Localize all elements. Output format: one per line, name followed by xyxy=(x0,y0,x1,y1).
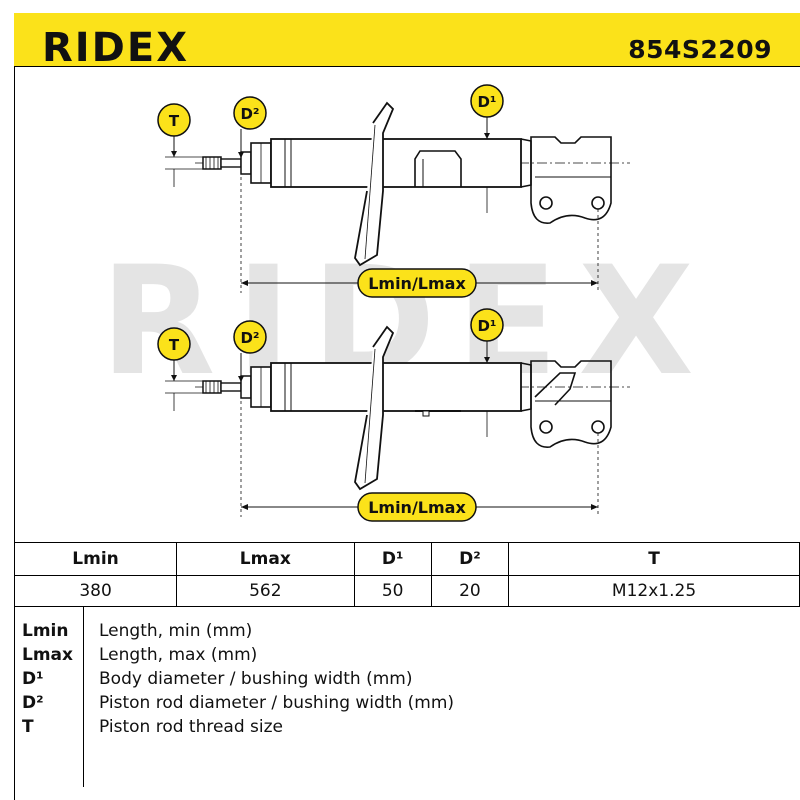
badge-t-label: T xyxy=(169,112,180,130)
badge-d2-label: D² xyxy=(240,105,259,123)
dim-arrow-right xyxy=(591,504,598,510)
rod-collar xyxy=(240,151,252,175)
spec-header-row: Lmin Lmax D¹ D² T xyxy=(13,542,800,576)
length-label: Lmin/Lmax xyxy=(368,498,466,517)
length-label: Lmin/Lmax xyxy=(368,274,466,293)
body-tube xyxy=(270,138,522,188)
spring-seat-edge xyxy=(364,348,376,484)
arrow-d1-head xyxy=(484,357,490,363)
body-tube xyxy=(270,362,522,412)
legend-desc: Length, max (mm) xyxy=(99,645,258,665)
rod-collar xyxy=(240,375,252,399)
brake-bracket xyxy=(414,150,462,187)
header-bar: RIDEX 854S2209 xyxy=(14,13,800,67)
length-pill xyxy=(357,492,477,522)
legend-desc: Length, min (mm) xyxy=(99,621,253,641)
clamp-bolt-hole xyxy=(539,420,553,434)
part-number: 854S2209 xyxy=(628,35,772,64)
badge-d2-circle xyxy=(233,320,267,354)
spec-value-lmin: 380 xyxy=(13,575,178,607)
knuckle-clamp xyxy=(530,360,612,448)
spring-seat-edge xyxy=(364,124,376,260)
abs-sensor-clip xyxy=(534,372,577,406)
dim-arrow-left xyxy=(241,504,248,510)
brand-logo-text: RIDEX xyxy=(42,27,189,65)
clamp-bolt-hole xyxy=(591,420,605,434)
spec-header-d1: D¹ xyxy=(353,542,432,576)
spec-value-row: 380 562 50 20 M12x1.25 xyxy=(13,575,800,607)
length-pill xyxy=(357,268,477,298)
spec-header-lmin: Lmin xyxy=(13,542,178,576)
brand-logo: RIDEX xyxy=(42,27,189,65)
piston-rod xyxy=(220,382,242,392)
spec-header-t: T xyxy=(508,542,800,576)
knuckle-clamp xyxy=(530,136,612,224)
spec-value-lmax: 562 xyxy=(176,575,355,607)
legend-abbr: Lmin xyxy=(22,621,69,641)
spec-value-d1: 50 xyxy=(353,575,432,607)
legend-desc: Piston rod thread size xyxy=(99,717,284,737)
legend-desc: Body diameter / bushing width (mm) xyxy=(99,669,413,689)
shock-absorber-bottom-view: Lmin/Lmax T D² D¹ xyxy=(157,308,630,522)
arrow-t-head xyxy=(171,375,177,381)
legend-divider xyxy=(83,607,84,787)
spec-table: Lmin Lmax D¹ D² T 380 562 50 20 M12x1.25 xyxy=(13,542,800,607)
badge-d1-label: D¹ xyxy=(477,317,496,335)
arrow-d1-head xyxy=(484,133,490,139)
badge-d1-label: D¹ xyxy=(477,93,496,111)
shock-absorber-top-view: Lmin/Lmax T D² D¹ xyxy=(157,84,630,298)
spec-value-d2: 20 xyxy=(430,575,510,607)
legend-abbr: Lmax xyxy=(22,645,73,665)
badge-d2-label: D² xyxy=(240,329,259,347)
bracket-tab xyxy=(422,410,430,417)
legend-desc: Piston rod diameter / bushing width (mm) xyxy=(99,693,455,713)
clamp-bolt-hole xyxy=(591,196,605,210)
badge-d2-circle xyxy=(233,96,267,130)
spec-header-lmax: Lmax xyxy=(176,542,355,576)
arrow-d2-head xyxy=(238,152,244,158)
spring-seat xyxy=(354,325,395,491)
legend-abbr: D¹ xyxy=(22,669,44,689)
piston-rod xyxy=(220,158,242,168)
spec-value-t: M12x1.25 xyxy=(508,575,800,607)
legend-abbr: T xyxy=(22,717,34,737)
arrow-t-head xyxy=(171,151,177,157)
legend-abbr: D² xyxy=(22,693,44,713)
clamp-bolt-hole xyxy=(539,196,553,210)
legend: Lmin Length, min (mm) Lmax Length, max (… xyxy=(14,606,800,800)
spring-seat xyxy=(354,101,395,267)
spec-header-d2: D² xyxy=(430,542,510,576)
dim-arrow-right xyxy=(591,280,598,286)
arrow-d2-head xyxy=(238,376,244,382)
badge-t-label: T xyxy=(169,336,180,354)
dim-arrow-left xyxy=(241,280,248,286)
